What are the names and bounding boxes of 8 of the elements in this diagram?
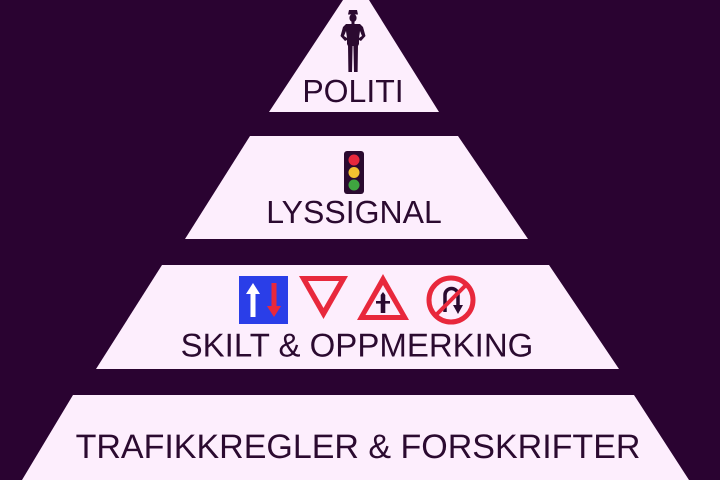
tier-label: POLITI — [302, 75, 404, 107]
pyramid-tier — [185, 136, 528, 239]
tier-label: SKILT & OPPMERKING — [180, 328, 534, 362]
pyramid-tier — [269, 0, 439, 112]
pyramid-tier — [22, 395, 689, 480]
tier-label: TRAFIKKREGLER & FORSKRIFTER — [76, 430, 640, 464]
pyramid-tier — [96, 265, 619, 369]
tier-label: LYSSIGNAL — [266, 196, 442, 228]
